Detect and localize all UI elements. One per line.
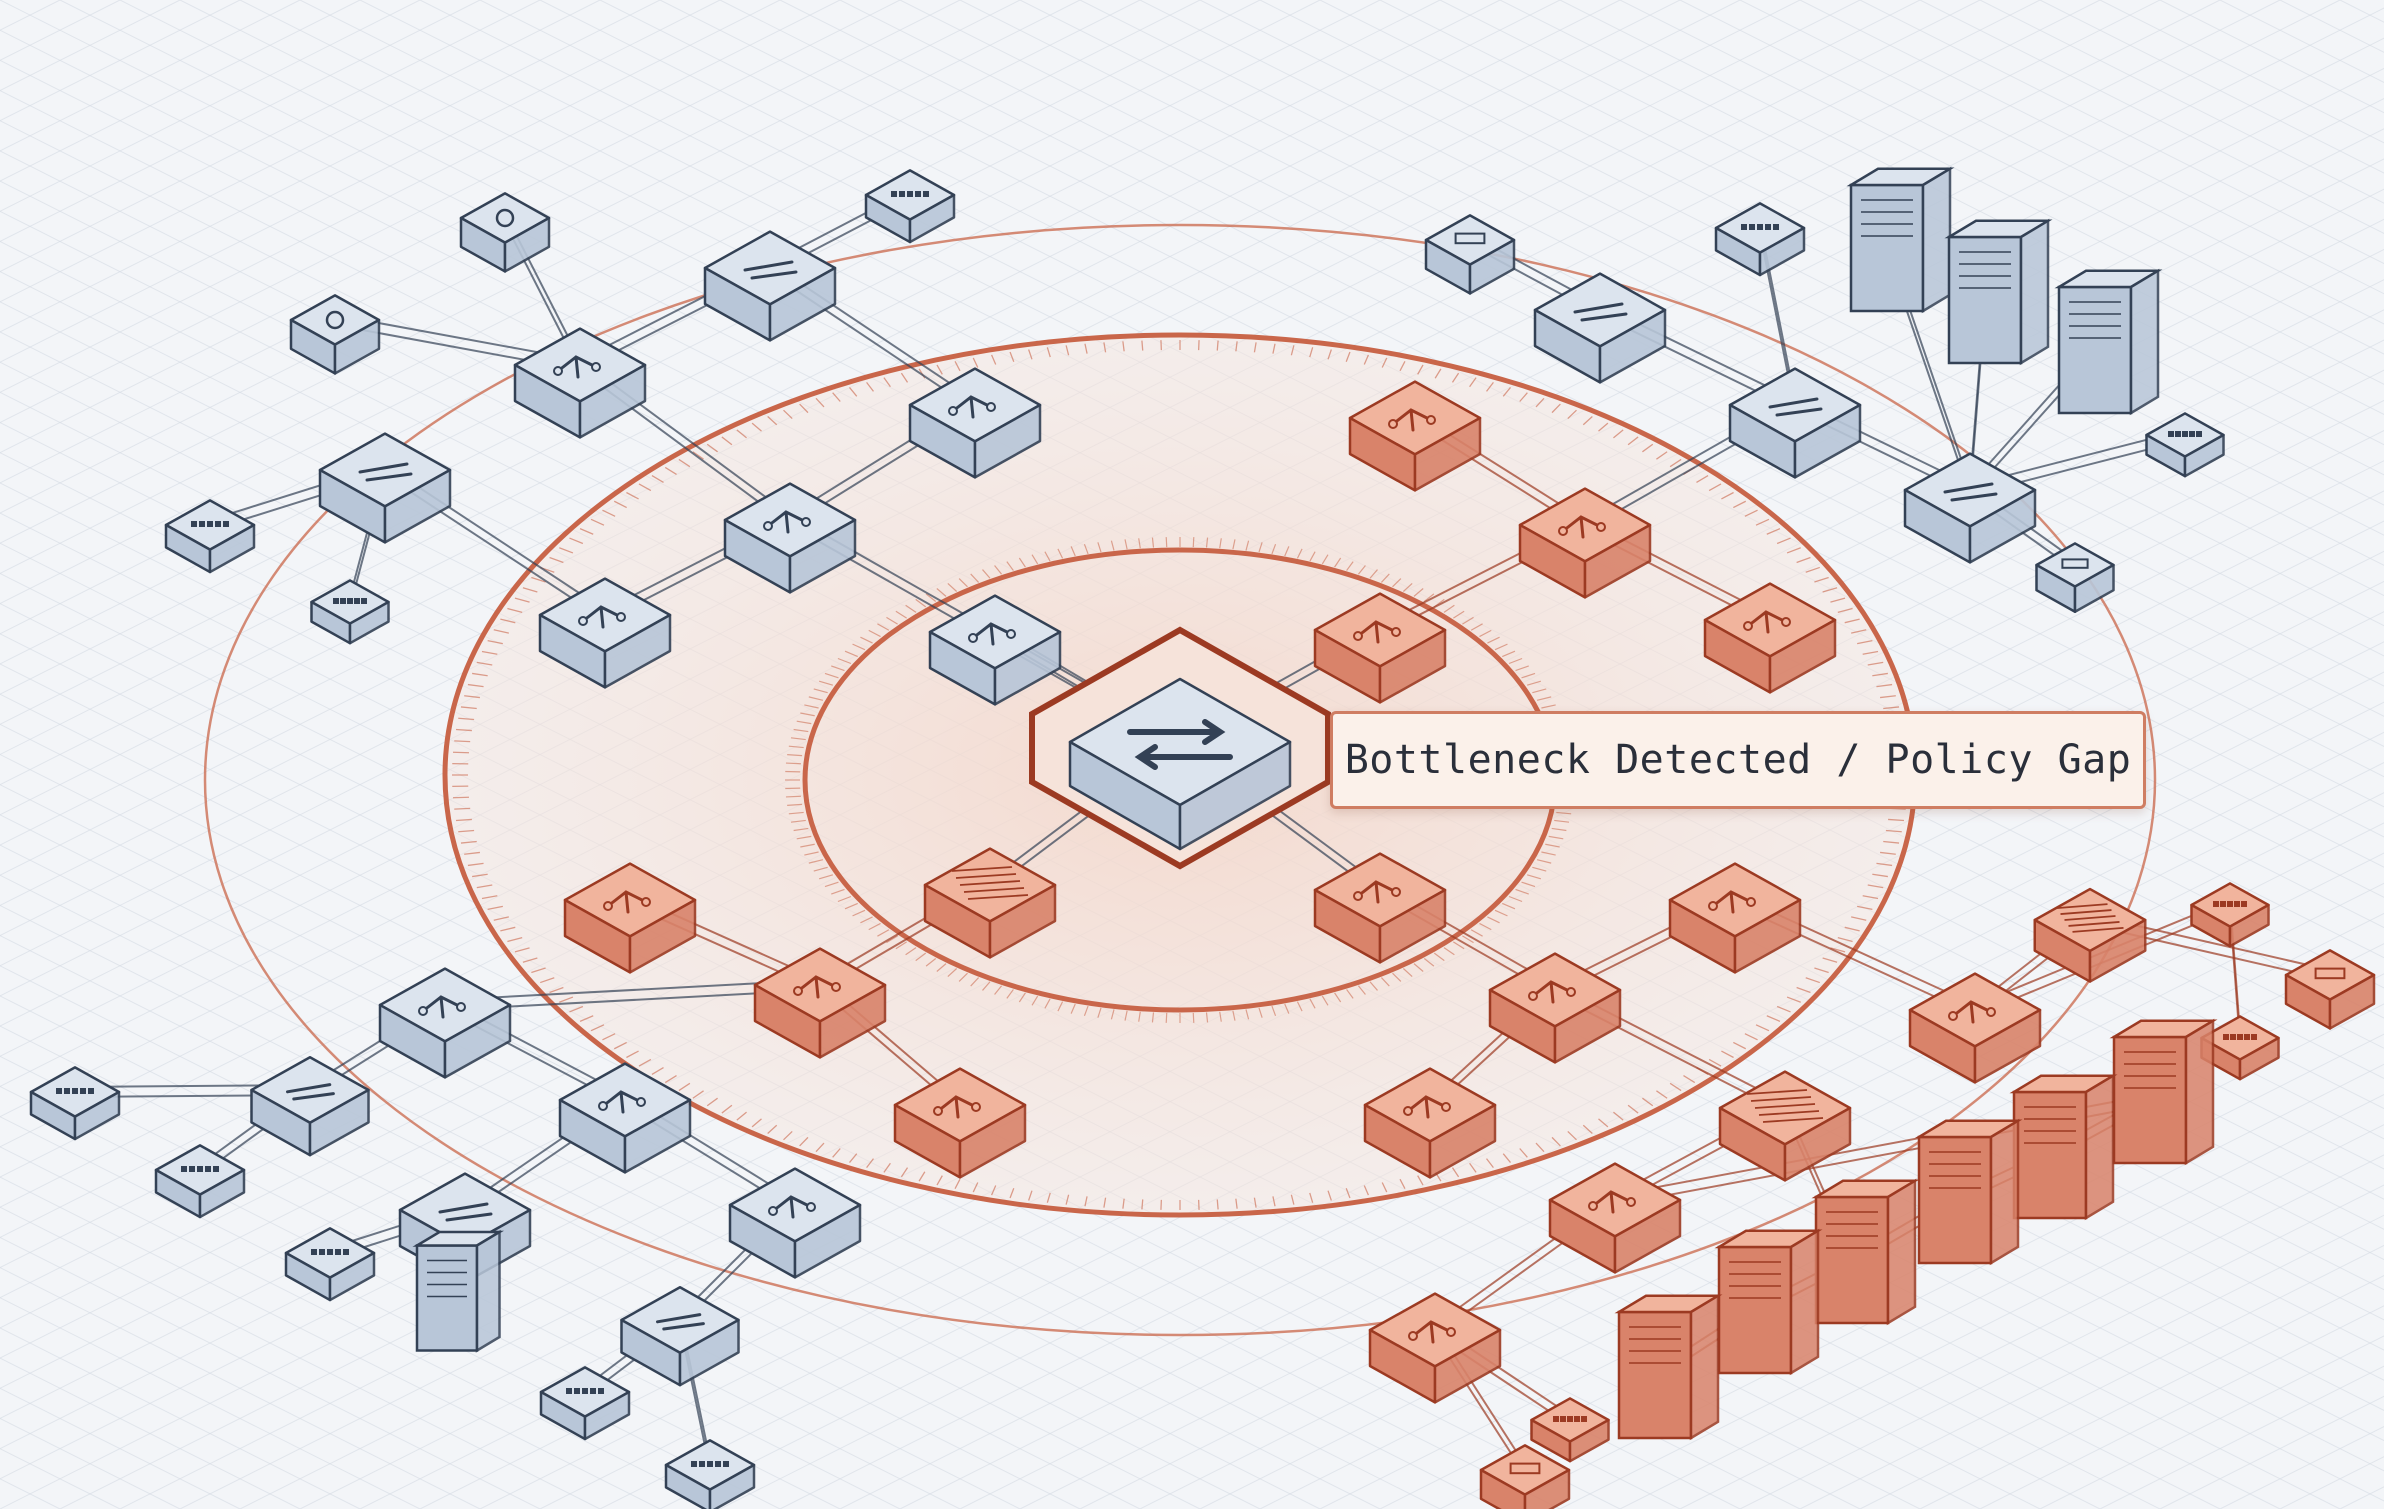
router-icon (563, 862, 697, 974)
server-tower-icon (1914, 1118, 2023, 1266)
router-icon (378, 967, 512, 1079)
core-switch-icon (1029, 626, 1331, 870)
router-icon (538, 577, 672, 689)
rack-icon (284, 1227, 376, 1302)
printer-icon (1479, 1444, 1571, 1509)
rack-icon (310, 579, 390, 645)
rack-icon (864, 169, 956, 244)
outer-ring (203, 223, 2157, 1337)
router-icon (1908, 972, 2042, 1084)
rack-icon (29, 1066, 121, 1141)
firewall-icon (923, 847, 1057, 959)
server-tower-icon (2054, 268, 2163, 416)
printer-icon (1424, 214, 1516, 295)
switch-icon (1903, 452, 2037, 564)
printer-icon (2035, 542, 2115, 614)
rack-icon (1714, 202, 1806, 277)
alert-callout-text: Bottleneck Detected / Policy Gap (1344, 737, 2132, 783)
rack-icon (164, 499, 256, 574)
rack-icon (1530, 1397, 1610, 1463)
router-icon (558, 1062, 692, 1174)
storage-icon (459, 192, 551, 273)
server-tower-icon (2009, 1073, 2118, 1221)
router-icon (1363, 1067, 1497, 1179)
server-tower-icon (412, 1229, 505, 1353)
rack-icon (154, 1144, 246, 1219)
router-icon (1348, 380, 1482, 492)
router-icon (1668, 862, 1802, 974)
switch-icon (1533, 272, 1667, 384)
network-nodes (29, 166, 2376, 1509)
printer-icon (2284, 949, 2376, 1030)
router-icon (513, 327, 647, 439)
router-icon (1313, 852, 1447, 964)
router-icon (1703, 582, 1837, 694)
switch-icon (620, 1285, 740, 1387)
firewall-icon (2033, 887, 2147, 983)
alert-callout: Bottleneck Detected / Policy Gap (1330, 711, 2146, 809)
router-icon (1488, 952, 1622, 1064)
server-tower-icon (1944, 218, 2053, 366)
rack-icon (2145, 412, 2225, 478)
switch-icon (318, 432, 452, 544)
router-icon (728, 1167, 862, 1279)
server-tower-icon (1614, 1293, 1723, 1441)
server-tower-icon (1846, 166, 1955, 314)
router-icon (753, 947, 887, 1059)
router-icon (928, 594, 1062, 706)
rack-icon (539, 1366, 631, 1441)
server-tower-icon (2109, 1018, 2218, 1166)
rack-icon (664, 1439, 756, 1509)
server-tower-icon (1714, 1228, 1823, 1376)
switch-icon (250, 1055, 370, 1157)
router-icon (1368, 1292, 1502, 1404)
router-icon (1313, 592, 1447, 704)
router-icon (1548, 1162, 1682, 1274)
router-icon (723, 482, 857, 594)
switch-icon (1728, 367, 1862, 479)
firewall-icon (1718, 1070, 1852, 1182)
router-icon (893, 1067, 1027, 1179)
router-icon (908, 367, 1042, 479)
switch-icon (703, 230, 837, 342)
rack-icon (2200, 1015, 2280, 1081)
router-icon (1518, 487, 1652, 599)
rack-icon (2190, 882, 2270, 948)
storage-icon (289, 294, 381, 375)
server-tower-icon (1811, 1178, 1920, 1326)
